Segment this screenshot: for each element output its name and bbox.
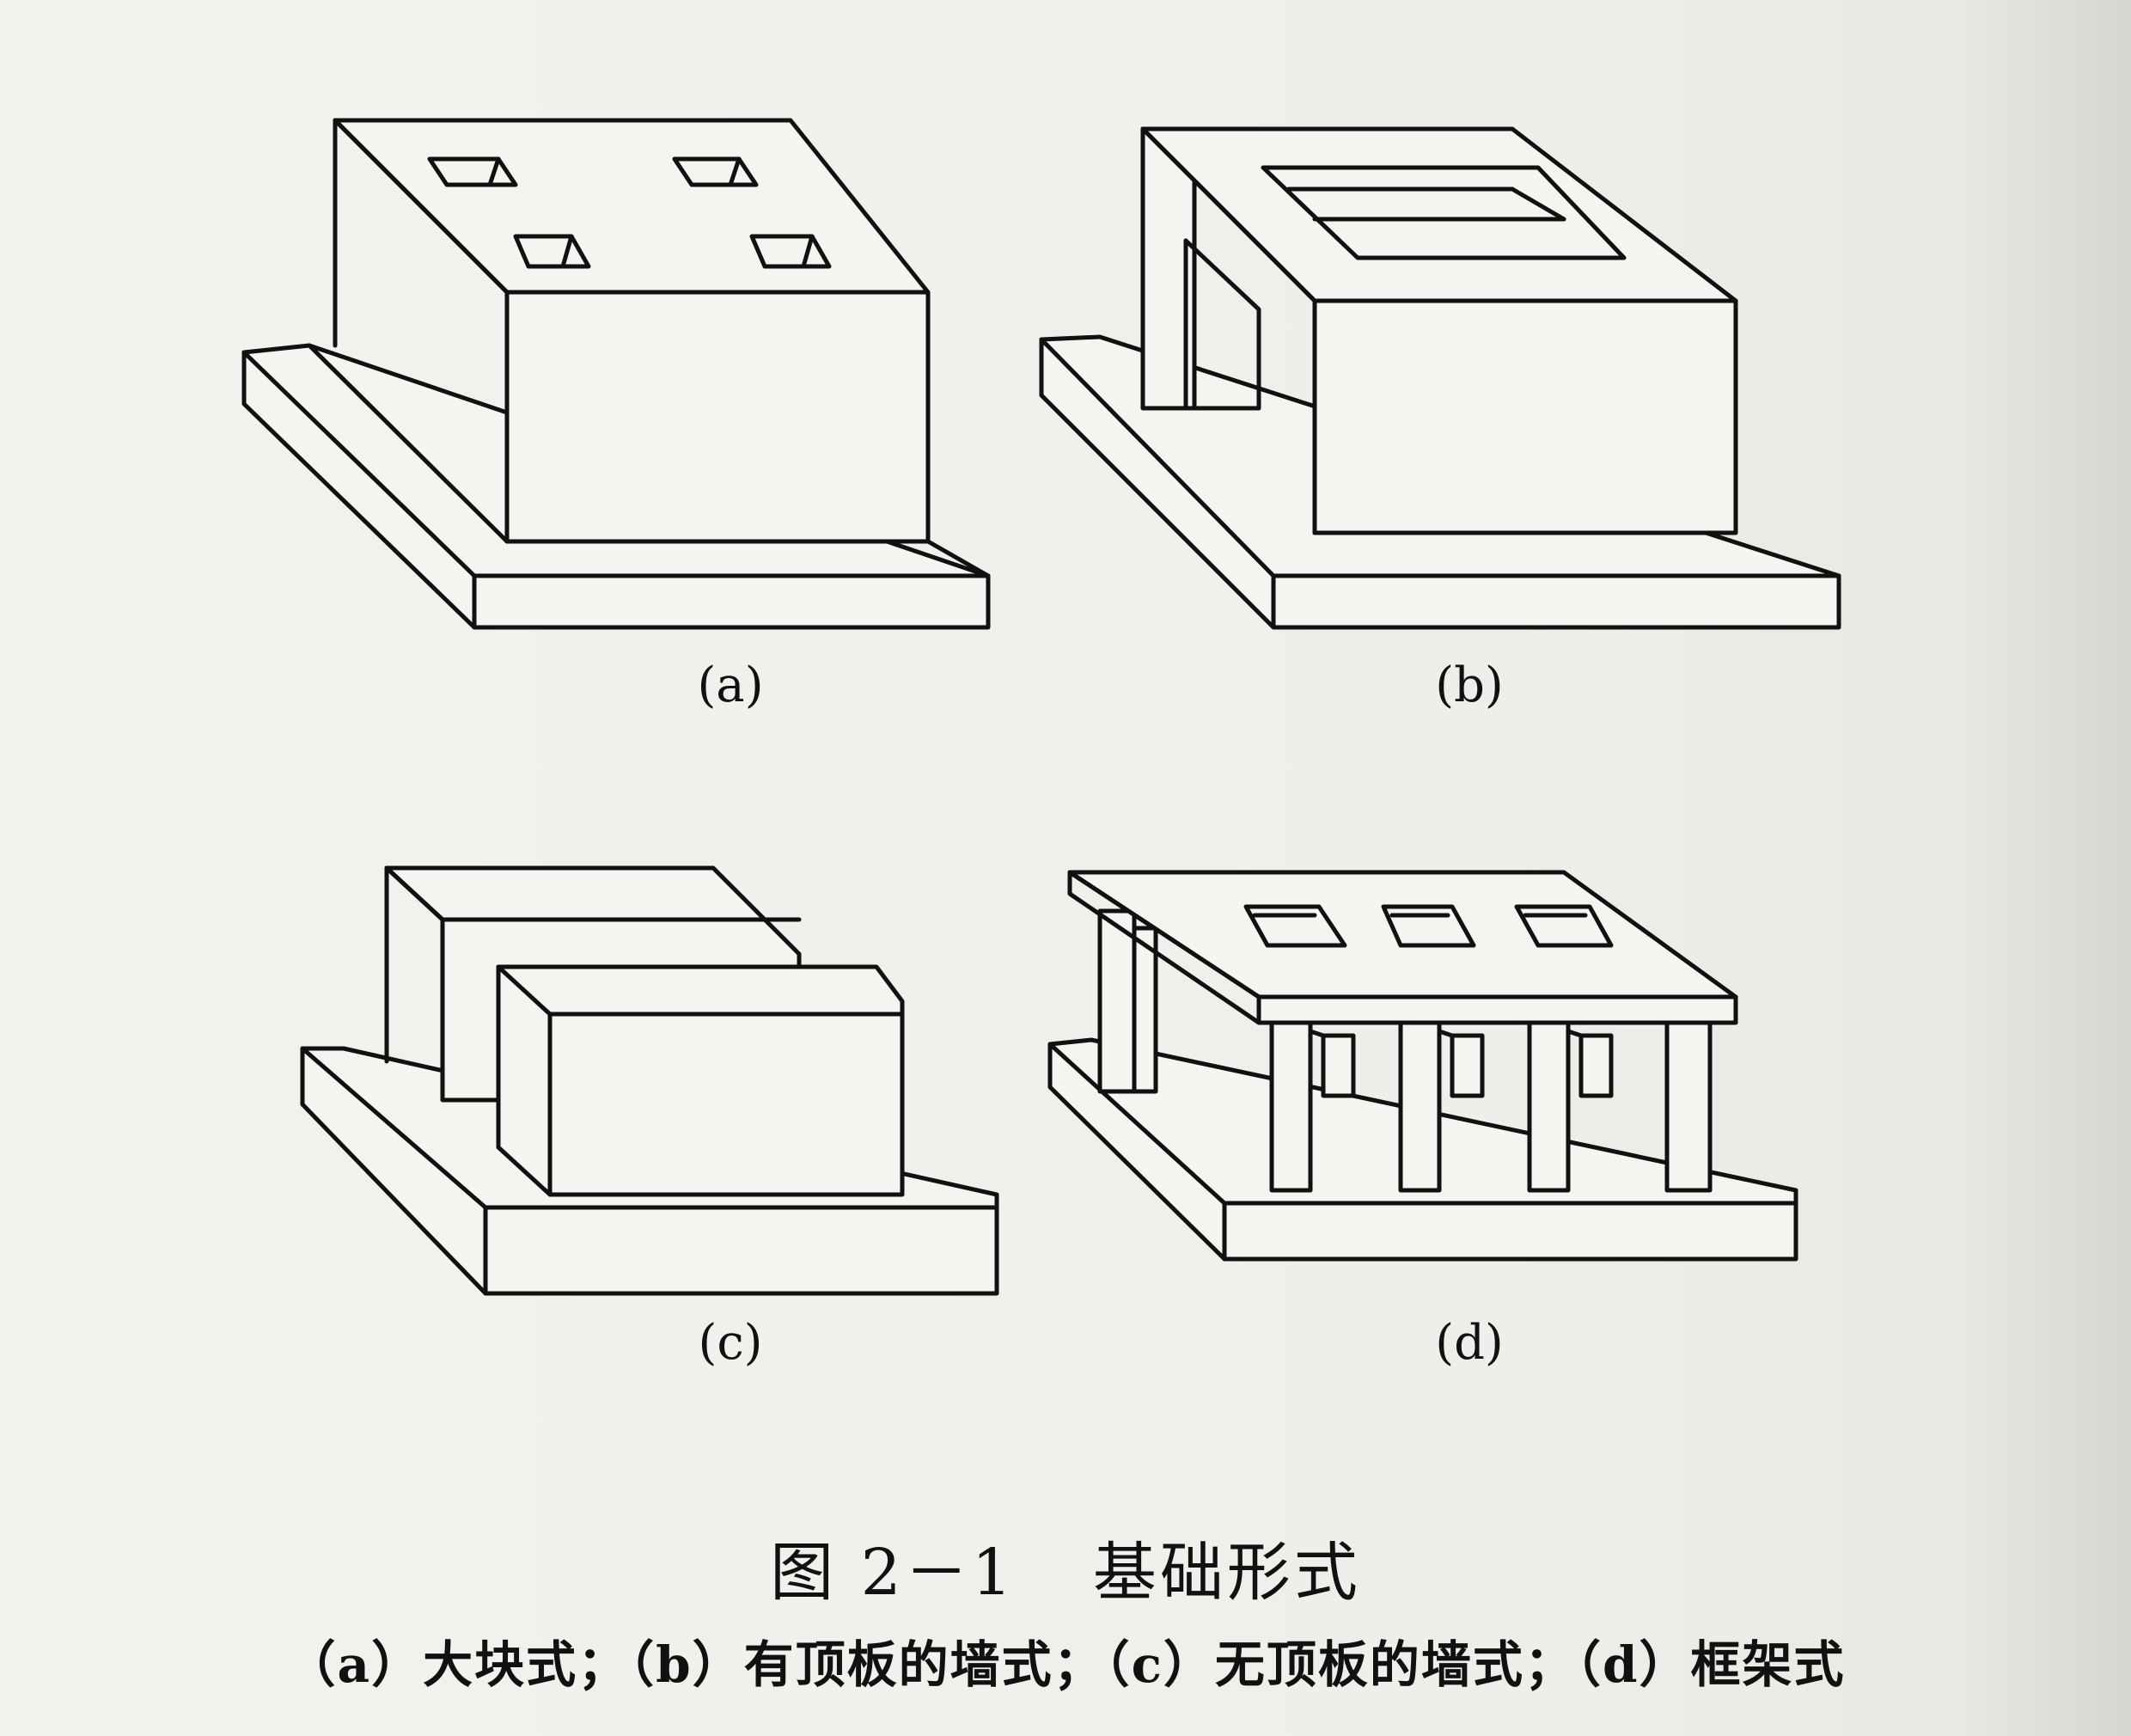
wall-with-top-plate-drawing [1039,126,1841,630]
diagram-block-foundation [232,112,1023,645]
panel-label-a: (a) [697,657,764,713]
figure-caption-legend: （a）大块式；（b）有顶板的墙式；（c）无顶板的墙式；（d）框架式 [285,1635,1846,1694]
wall-without-top-plate-drawing [300,865,999,1296]
diagram-wall-with-top-plate [1031,112,1856,645]
frame-foundation-drawing [1047,870,1798,1262]
diagram-wall-without-top-plate [292,851,1014,1315]
diagram-frame-foundation [1040,859,1856,1289]
figure-number: 图 2－1 [770,1536,1016,1610]
figure-title: 基础形式 [1092,1536,1361,1610]
panel-label-d: (d) [1435,1315,1504,1371]
panel-label-b: (b) [1435,657,1504,713]
figure-caption-title: 图 2－1 基础形式 [0,1521,2131,1613]
panel-label-c: (c) [698,1315,763,1371]
block-foundation-drawing [241,118,991,630]
